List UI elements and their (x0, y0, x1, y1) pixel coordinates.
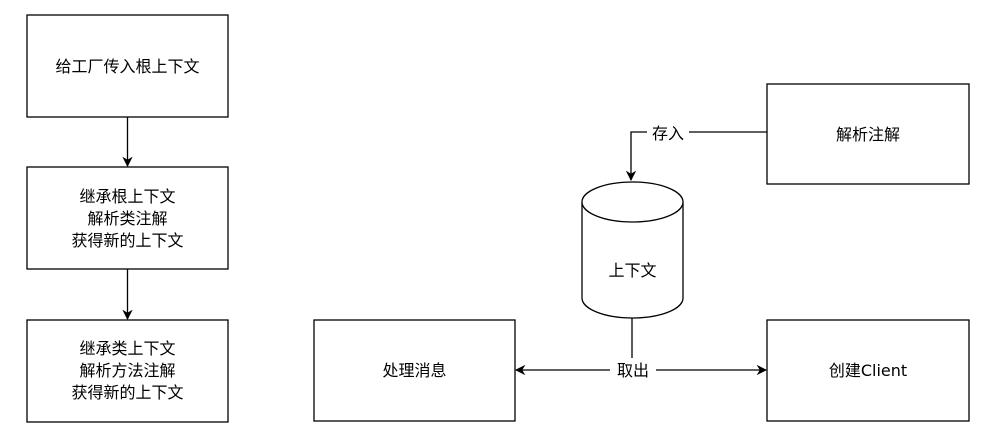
parse-annotation-label: 解析注解 (836, 125, 900, 144)
cylinder-body (581, 202, 684, 319)
cylinder-top (581, 181, 684, 223)
parse-annotation-box (766, 83, 970, 185)
left-flow: 给工厂传入根上下文 继承根上下文 解析类注解 获得新的上下文 继承类上下文 解析… (26, 14, 229, 423)
step2-label-line1: 继承根上下文 (79, 187, 175, 206)
step3-node: 继承类上下文 解析方法注解 获得新的上下文 (26, 319, 229, 423)
handle-message-label: 处理消息 (382, 361, 446, 380)
step2-label-line2: 解析类注解 (87, 209, 167, 228)
step3-label-line2: 解析方法注解 (79, 361, 175, 380)
context-store-label: 上下文 (608, 261, 656, 280)
step2-label-line3: 获得新的上下文 (71, 231, 183, 250)
store-label: 存入 (652, 124, 684, 143)
handle-message-box (313, 319, 516, 422)
step3-label-line1: 继承类上下文 (79, 339, 175, 358)
step3-label-line3: 获得新的上下文 (71, 383, 183, 402)
step2-box (26, 166, 229, 270)
take-label: 取出 (617, 361, 649, 380)
arrow-store-into-context (625, 131, 767, 182)
create-client-label: 创建Client (829, 361, 907, 380)
step1-node: 给工厂传入根上下文 (26, 14, 229, 118)
take-label-bg (610, 358, 656, 382)
right-flow: 解析注解 存入 上下文 取出 处理消息 创建Client (313, 83, 970, 422)
step3-box (26, 319, 229, 423)
step2-node: 继承根上下文 解析类注解 获得新的上下文 (26, 166, 229, 270)
create-client-node: 创建Client (766, 319, 970, 422)
step1-label: 给工厂传入根上下文 (55, 57, 199, 76)
handle-message-node: 处理消息 (313, 319, 516, 422)
create-client-box (766, 319, 970, 422)
parse-annotation-node: 解析注解 (766, 83, 970, 185)
context-store-node: 上下文 (581, 181, 684, 319)
store-label-bg (647, 122, 689, 144)
step1-box (26, 14, 229, 118)
